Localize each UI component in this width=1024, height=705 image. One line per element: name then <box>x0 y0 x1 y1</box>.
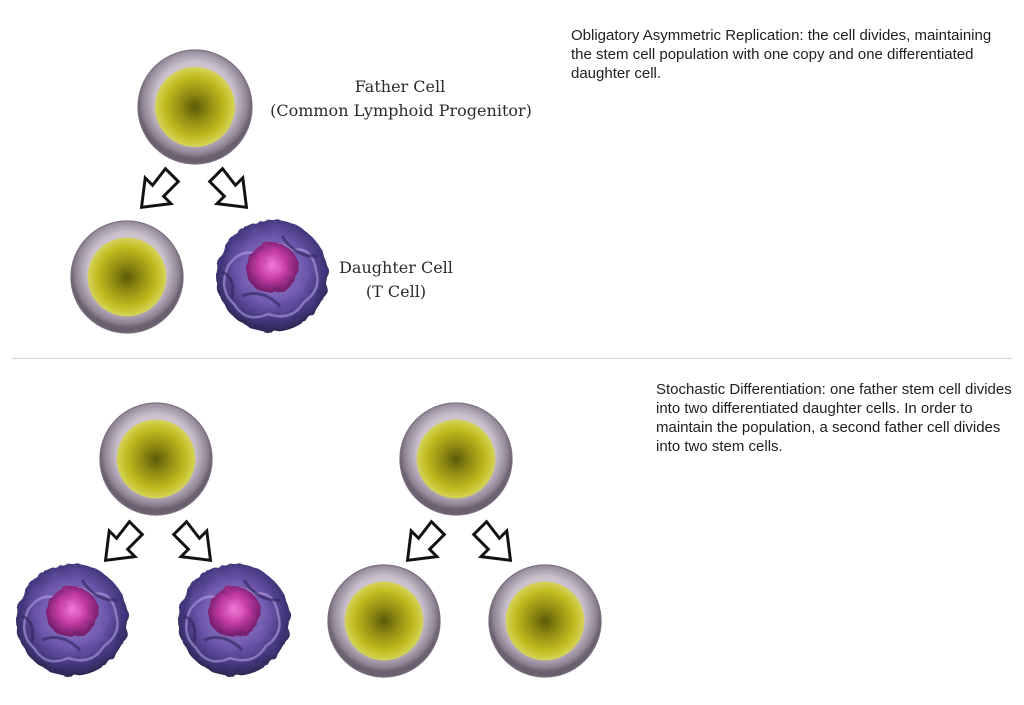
daughter-cell-label: Daughter Cell <box>339 258 453 277</box>
daughter-t-cell-1 <box>16 564 128 676</box>
father-stem-cell-right <box>399 402 513 516</box>
division-arrow-right <box>172 520 212 562</box>
stochastic-differentiation-caption: Stochastic Differentiation: one father s… <box>656 381 1012 455</box>
division-arrow-right <box>208 167 249 209</box>
daughter-stem-cell-2 <box>488 564 602 678</box>
panel-divider <box>12 358 1012 359</box>
daughter-t-cell-2 <box>178 564 290 676</box>
daughter-stem-cell-1 <box>327 564 441 678</box>
asymmetric-replication-caption: Obligatory Asymmetric Replication: the c… <box>571 27 992 82</box>
daughter-cell-sublabel: (T Cell) <box>366 282 426 301</box>
daughter-stem-cell <box>70 220 184 334</box>
father-stem-cell-left <box>99 402 213 516</box>
division-arrow-left <box>406 520 446 562</box>
division-arrow-right <box>472 520 512 562</box>
division-arrow-left <box>139 167 180 209</box>
daughter-t-cell <box>216 220 328 332</box>
division-arrow-left <box>104 520 144 562</box>
father-cell-label: Father Cell <box>355 77 445 96</box>
father-cell-sublabel: (Common Lymphoid Progenitor) <box>270 101 532 120</box>
father-stem-cell <box>137 49 253 165</box>
